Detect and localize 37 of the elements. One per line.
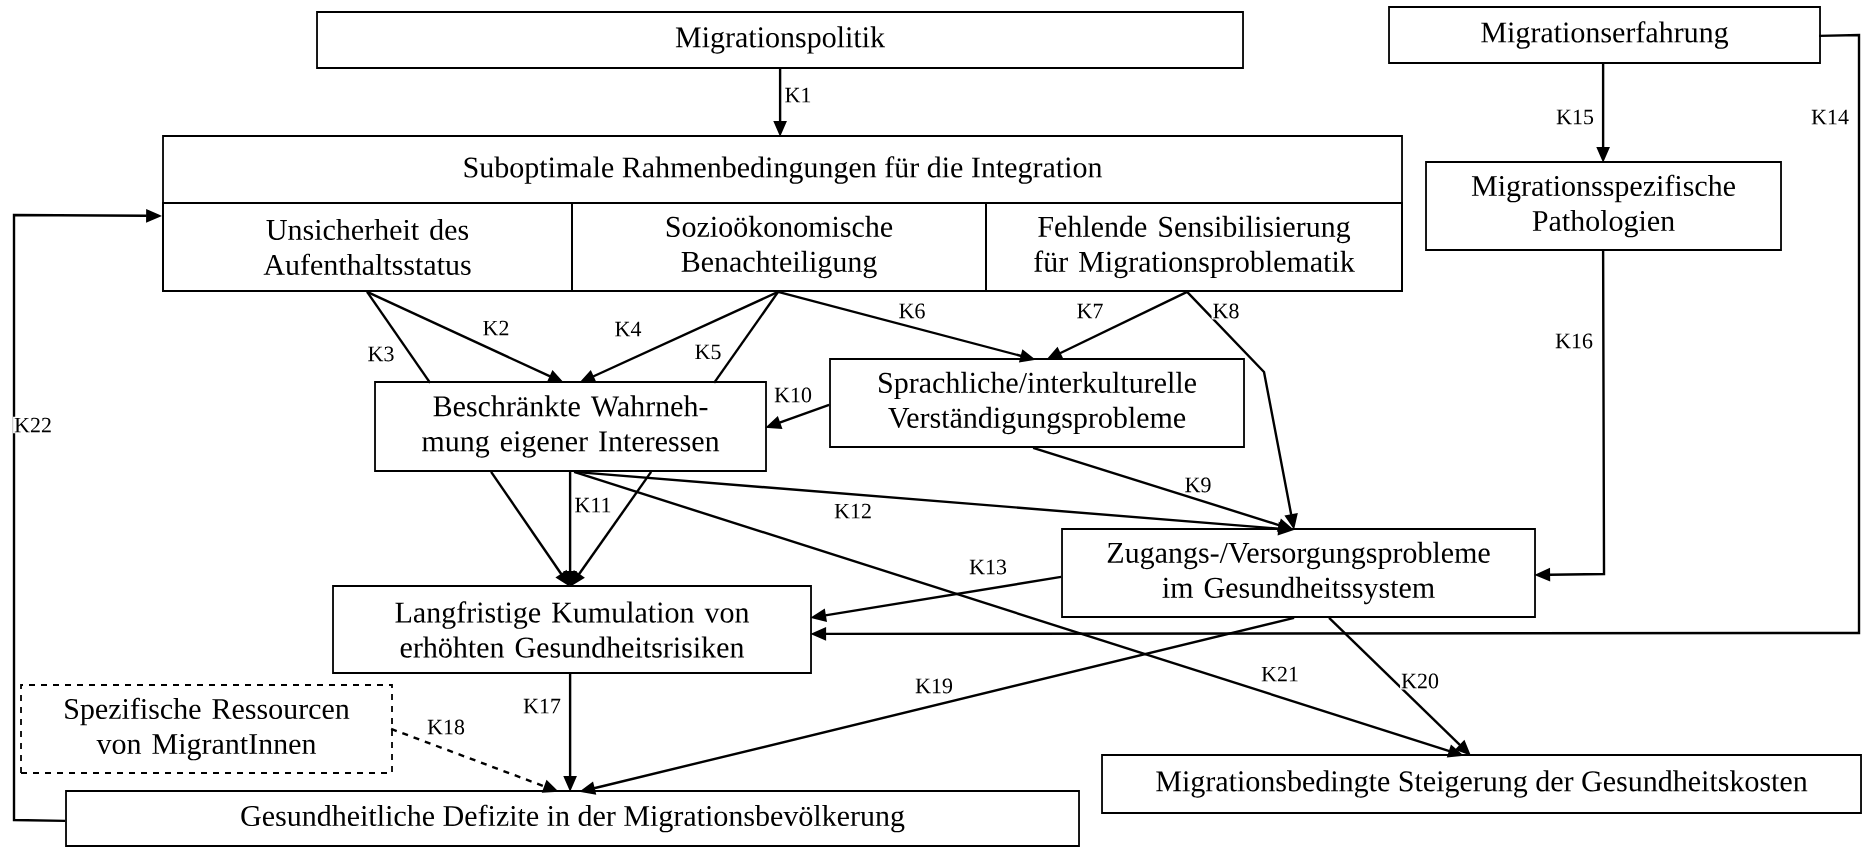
edge-label: K16 — [1554, 332, 1594, 350]
process-box: Migrationserfahrung — [1388, 6, 1821, 64]
process-box: Langfristige Kumulation von erhöhten Gesundheitsrisiken — [332, 585, 812, 674]
process-box: Migrationspolitik — [316, 11, 1244, 69]
edge-label: K21 — [1260, 665, 1300, 683]
edge-label: K10 — [773, 386, 813, 404]
edge-label: K4 — [613, 320, 643, 338]
process-box: Sprachliche/interkulturelle Verständigungsprobleme — [829, 358, 1245, 448]
connector-line — [713, 291, 780, 384]
dashed-box: Spezifische Ressourcen von MigrantInnen — [20, 684, 393, 774]
process-box: Fehlende Sensibilisierung für Migrationsproblematik — [985, 202, 1403, 292]
edge-label: K13 — [968, 558, 1008, 576]
edge-label: K9 — [1183, 476, 1213, 494]
process-box: Beschränkte Wahrneh- mung eigener Interessen — [374, 381, 767, 472]
process-box: Unsicherheit des Aufenthaltsstatus — [162, 202, 573, 292]
edge-label: K6 — [897, 302, 927, 320]
edge-label: K17 — [522, 697, 562, 715]
edge-label: K5 — [693, 343, 723, 361]
process-box: Migrationsbedingte Steigerung der Gesundheitskosten — [1101, 754, 1862, 814]
connector-line — [366, 291, 432, 384]
process-box: Migrationsspezifische Pathologien — [1425, 161, 1782, 251]
edge-label: K3 — [366, 345, 396, 363]
edge-label: K15 — [1555, 108, 1595, 126]
process-box: Gesundheitliche Defizite in der Migrationsbevölkerung — [65, 790, 1080, 847]
edge-label: K19 — [914, 677, 954, 695]
edge-label: K7 — [1075, 302, 1105, 320]
edge-label: K14 — [1810, 108, 1850, 126]
process-box: Sozioökonomische Benachteiligung — [571, 202, 987, 292]
edge-label: K1 — [783, 86, 813, 104]
process-box: Zugangs-/Versorgungsprobleme im Gesundheitssystem — [1061, 528, 1536, 618]
edge-label: K22 — [13, 416, 53, 434]
edge-label: K12 — [833, 502, 873, 520]
edge-label: K18 — [426, 718, 466, 736]
edge-label: K20 — [1400, 672, 1440, 690]
edge-label: K8 — [1211, 302, 1241, 320]
edge-label: K11 — [573, 496, 613, 514]
edge-label: K2 — [481, 319, 511, 337]
